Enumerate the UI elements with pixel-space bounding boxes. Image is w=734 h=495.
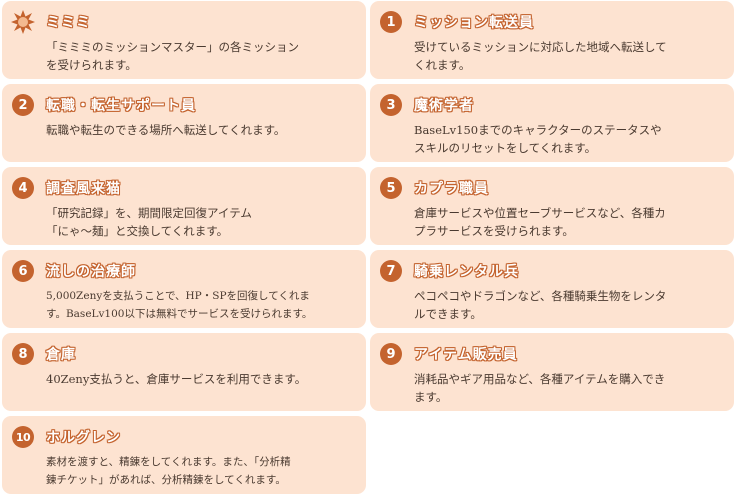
- npc-title: アイテム販売員: [414, 347, 518, 363]
- npc-description: 消耗品やギア用品など、各種アイテムを購入でき ます。: [414, 372, 666, 404]
- npc-card-6: 6 流しの治療師 5,000Zenyを支払うことで、HP・SPを回復してくれま …: [2, 250, 366, 328]
- npc-title: ホルグレン: [46, 430, 121, 446]
- npc-description: 素材を渡すと、精錬をしてくれます。また、「分析精 錬チケット」があれば、分析精錬…: [46, 456, 291, 486]
- npc-card-9: 9 アイテム販売員 消耗品やギア用品など、各種アイテムを購入でき ます。: [370, 333, 734, 411]
- npc-description: BaseLv150までのキャラクターのステータスや スキルのリセットをしてくれま…: [414, 123, 662, 155]
- number-badge: 1: [380, 11, 402, 33]
- npc-description: ペコペコやドラゴンなど、各種騎乗生物をレンタ ルできます。: [414, 289, 667, 321]
- star-icon: [11, 10, 35, 34]
- npc-title: 倉庫: [46, 347, 76, 363]
- number-badge: 6: [12, 260, 34, 282]
- npc-card-mimimi: ミミミ 「ミミミのミッションマスター」の各ミッション を受けられます。: [2, 1, 366, 79]
- npc-description: 5,000Zenyを支払うことで、HP・SPを回復してくれま す。BaseLv1…: [46, 290, 313, 320]
- number-badge: 8: [12, 343, 34, 365]
- npc-title: ミッション転送員: [414, 15, 534, 31]
- npc-card-1: 1 ミッション転送員 受けているミッションに対応した地域へ転送して くれます。: [370, 1, 734, 79]
- npc-card-8: 8 倉庫 40Zeny支払うと、倉庫サービスを利用できます。: [2, 333, 366, 411]
- number-badge: 9: [380, 343, 402, 365]
- number-badge: 7: [380, 260, 402, 282]
- number-badge: 2: [12, 94, 34, 116]
- npc-card-4: 4 調査風来猫 「研究記録」を、期間限定回復アイテム 「にゃ～麺」と交換してくれ…: [2, 167, 366, 245]
- npc-description: 転職や転生のできる場所へ転送してくれます。: [46, 123, 286, 137]
- npc-description: 「研究記録」を、期間限定回復アイテム 「にゃ～麺」と交換してくれます。: [46, 206, 252, 238]
- npc-title: 騎乗レンタル兵: [414, 264, 519, 280]
- npc-card-3: 3 魔術学者 BaseLv150までのキャラクターのステータスや スキルのリセッ…: [370, 84, 734, 162]
- npc-description: 受けているミッションに対応した地域へ転送して くれます。: [414, 40, 667, 72]
- npc-title: 調査風来猫: [46, 181, 121, 197]
- npc-title: 魔術学者: [414, 98, 474, 114]
- number-badge: 4: [12, 177, 34, 199]
- number-badge: 5: [380, 177, 402, 199]
- npc-card-2: 2 転職・転生サポート員 転職や転生のできる場所へ転送してくれます。: [2, 84, 366, 162]
- npc-card-7: 7 騎乗レンタル兵 ペコペコやドラゴンなど、各種騎乗生物をレンタ ルできます。: [370, 250, 734, 328]
- npc-card-5: 5 カプラ職員 倉庫サービスや位置セーブサービスなど、各種カ プラサービスを受け…: [370, 167, 734, 245]
- npc-title: ミミミ: [46, 15, 91, 31]
- number-badge: 10: [12, 426, 34, 448]
- npc-description: 「ミミミのミッションマスター」の各ミッション を受けられます。: [46, 40, 299, 72]
- npc-description: 40Zeny支払うと、倉庫サービスを利用できます。: [46, 372, 307, 386]
- npc-title: 転職・転生サポート員: [46, 98, 196, 114]
- npc-card-10: 10 ホルグレン 素材を渡すと、精錬をしてくれます。また、「分析精 錬チケット」…: [2, 416, 366, 494]
- number-badge: 3: [380, 94, 402, 116]
- npc-title: カプラ職員: [414, 181, 489, 197]
- npc-title: 流しの治療師: [46, 264, 136, 280]
- npc-description: 倉庫サービスや位置セーブサービスなど、各種カ プラサービスを受けられます。: [414, 206, 666, 238]
